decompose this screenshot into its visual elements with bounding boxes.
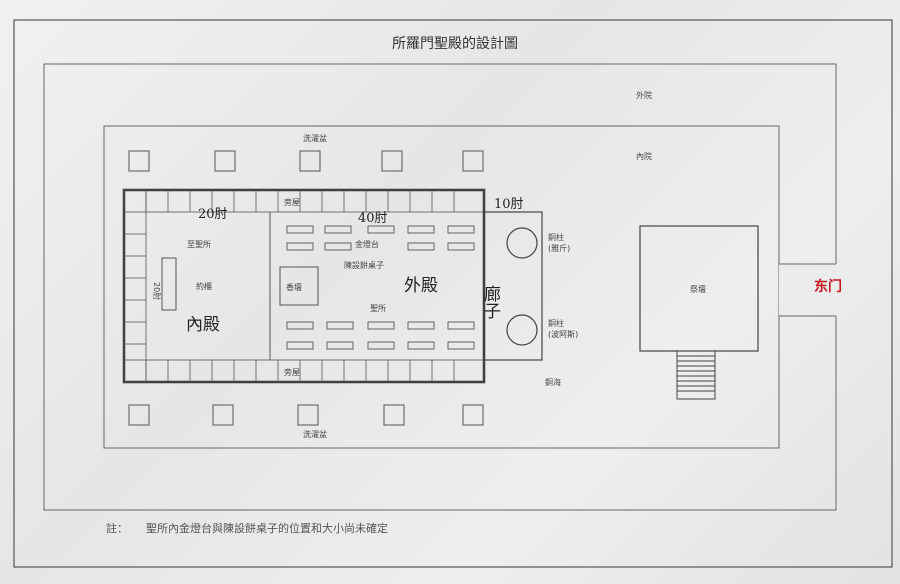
footnote-prefix: 註：	[106, 522, 128, 535]
bronze-sea-label: 銅海	[545, 377, 561, 387]
laver-square	[128, 404, 150, 426]
diagram-title: 所羅門聖殿的設計圖	[392, 36, 518, 52]
east-gate-gap	[779, 264, 837, 316]
laver-square	[128, 150, 150, 172]
outer-sanctuary-label: 外殿	[404, 276, 438, 296]
lampstand-label: 金燈台	[355, 239, 379, 249]
inner-court-label: 內院	[636, 151, 652, 161]
holy-of-holies-label: 至聖所	[187, 239, 211, 249]
footnote-text: 聖所內金燈台與陳設餅桌子的位置和大小尚未確定	[146, 521, 388, 535]
side-room-band-bottom	[123, 359, 485, 383]
inner-sanctuary-label: 內殿	[186, 315, 220, 335]
outer-court-label: 外院	[636, 90, 652, 100]
dim-40-cubits-label: 40肘	[358, 211, 388, 226]
altar-label: 祭壇	[690, 284, 706, 294]
incense-altar-label: 香壇	[286, 282, 302, 292]
laver-square	[381, 150, 403, 172]
laver-bottom-label: 洗濯盆	[303, 429, 327, 439]
laver-square	[462, 150, 484, 172]
showbread-table-label: 陳設餅桌子	[344, 260, 384, 270]
porch-outline	[483, 211, 543, 361]
ark-rectangle	[161, 257, 177, 311]
dim-20-cubits-label: 20肘	[198, 207, 228, 222]
laver-square	[214, 150, 236, 172]
lavers-top-row	[128, 150, 484, 172]
drawing-frame	[13, 19, 893, 568]
pillar-jachin-label: 銅柱 (雅斤)	[548, 232, 570, 253]
ark-label: 約櫃	[196, 281, 212, 291]
incense-altar-rect	[279, 266, 319, 306]
pillar-boaz-line1: 銅柱	[548, 318, 564, 328]
dim-side-label: 20肘	[152, 282, 161, 300]
pillar-jachin-circle	[506, 227, 538, 259]
side-room-bottom-label: 旁屋	[284, 367, 300, 377]
side-room-band-left	[123, 189, 147, 383]
outer-court-wall	[43, 63, 837, 511]
tables-top-group	[286, 225, 475, 251]
east-gate-label: 东门	[814, 278, 842, 295]
lavers-bottom-row	[128, 404, 484, 426]
side-room-band-top	[123, 189, 485, 213]
pillar-boaz-circle	[506, 314, 538, 346]
side-room-dividers	[124, 190, 455, 382]
pillar-boaz-label: 銅柱 (波阿斯)	[548, 318, 578, 339]
laver-square	[299, 150, 321, 172]
laver-square	[383, 404, 405, 426]
pillar-jachin-line1: 銅柱	[548, 232, 564, 242]
side-room-top-label: 旁屋	[284, 197, 300, 207]
holy-place-label: 聖所	[370, 303, 386, 313]
tables-bottom-group	[286, 321, 475, 350]
altar-steps	[676, 350, 716, 400]
pillar-jachin-line2: (雅斤)	[548, 243, 570, 253]
porch-label: 廊子	[480, 285, 501, 319]
laver-square	[462, 404, 484, 426]
laver-square	[212, 404, 234, 426]
laver-top-label: 洗濯盆	[303, 133, 327, 143]
pillar-boaz-line2: (波阿斯)	[548, 329, 578, 339]
dim-10-cubits-label: 10肘	[494, 197, 524, 212]
laver-square	[297, 404, 319, 426]
